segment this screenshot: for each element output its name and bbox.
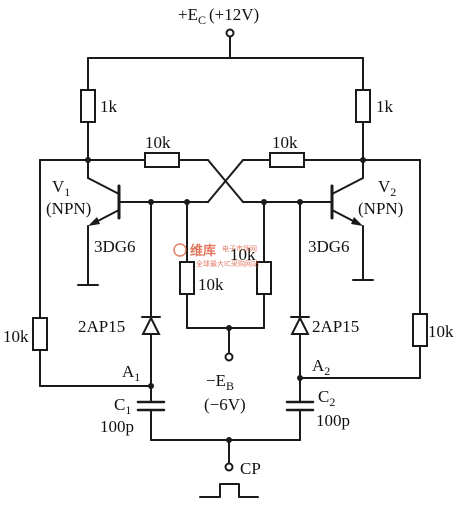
collector-resistor-left-label: 1k <box>100 97 118 116</box>
transistor-v2-kind: (NPN) <box>358 199 403 218</box>
node-a2-label: A2 <box>312 356 330 378</box>
diode-right <box>290 201 310 379</box>
svg-text:电子市场网: 电子市场网 <box>222 244 257 253</box>
capacitor-c1-value: 100p <box>100 417 134 436</box>
capacitor-c1 <box>136 385 166 441</box>
negative-supply-value: (−6V) <box>204 395 246 414</box>
supply-terminal <box>87 28 364 59</box>
watermark-logo: 维库 电子市场网 全球最大IC采购网站 <box>173 243 259 268</box>
trigger-label: CP <box>240 459 261 478</box>
bias-resistor-right <box>299 159 428 379</box>
base-resistor-right <box>256 201 272 329</box>
transistor-v1 <box>77 159 152 286</box>
transistor-v2 <box>299 159 374 281</box>
diode-left-label: 2AP15 <box>78 317 125 336</box>
trigger-pulse-icon <box>199 483 259 498</box>
diode-right-label: 2AP15 <box>312 317 359 336</box>
cross-resistor-left-label: 10k <box>145 133 171 152</box>
collector-resistor-right-label: 1k <box>376 97 394 116</box>
trigger-terminal <box>224 439 234 472</box>
base-resistor-left <box>179 201 195 329</box>
transistor-v1-name: V1 <box>52 177 70 199</box>
node-a1-label: A1 <box>122 362 140 384</box>
cross-resistor-right <box>150 152 364 203</box>
base-resistor-right-label: 10k <box>230 245 256 264</box>
transistor-v2-part: 3DG6 <box>308 237 350 256</box>
negative-supply-terminal <box>224 327 234 362</box>
svg-text:全球最大IC采购网站: 全球最大IC采购网站 <box>196 259 259 268</box>
diode-left <box>141 201 161 387</box>
collector-resistor-right <box>355 57 371 161</box>
transistor-v1-kind: (NPN) <box>46 199 91 218</box>
cross-resistor-right-label: 10k <box>272 133 298 152</box>
collector-resistor-left <box>80 57 96 161</box>
capacitor-c2-name: C2 <box>318 387 335 409</box>
bias-resistor-left-label: 10k <box>3 327 29 346</box>
negative-supply-label: −EB <box>206 371 234 393</box>
capacitor-c2-value: 100p <box>316 411 350 430</box>
transistor-v1-part: 3DG6 <box>94 237 136 256</box>
capacitor-c1-name: C1 <box>114 395 131 417</box>
capacitor-c2 <box>285 377 315 441</box>
cross-resistor-left <box>87 152 301 203</box>
base-resistor-left-label: 10k <box>198 275 224 294</box>
transistor-v2-name: V2 <box>378 177 396 199</box>
svg-text:维库: 维库 <box>190 243 216 259</box>
bias-resistor-right-label: 10k <box>428 322 454 341</box>
supply-label: +EC(+12V) <box>178 5 259 27</box>
bias-resistor-left <box>32 159 152 387</box>
